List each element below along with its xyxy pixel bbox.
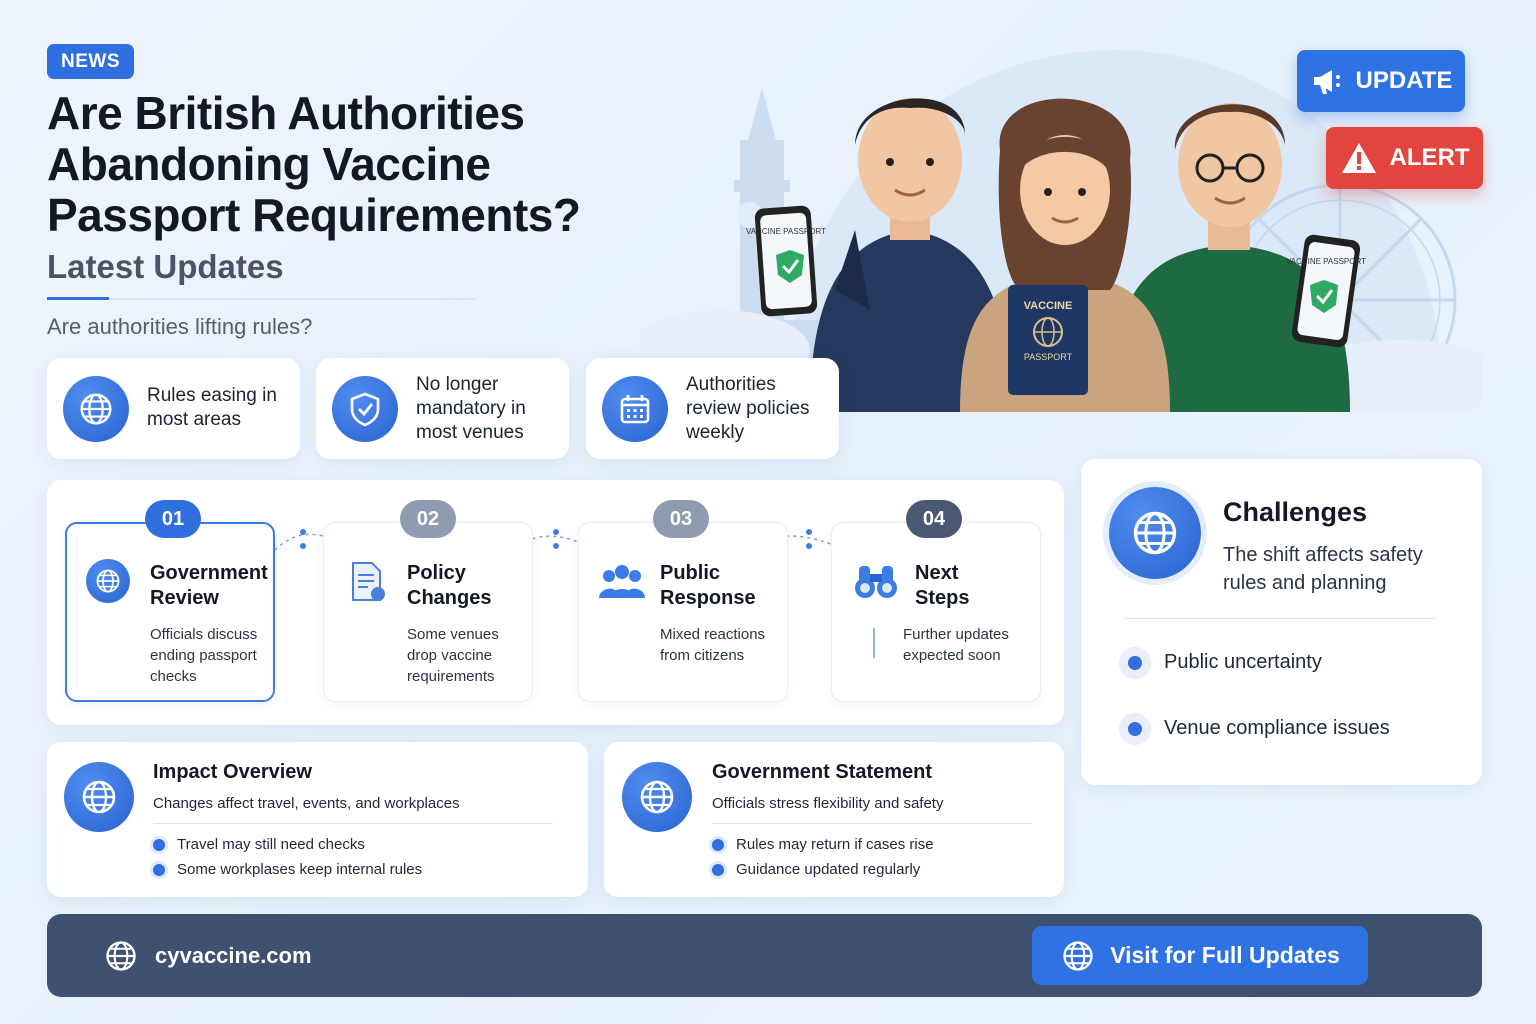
document-icon [352, 562, 385, 601]
challenges-title: Challenges [1223, 497, 1368, 527]
step-number: 02 [400, 500, 456, 538]
step-divider [873, 628, 875, 658]
step-card-3[interactable] [578, 522, 788, 702]
list-item: Rules may return if cases rise [712, 836, 934, 853]
bullet-dot [1128, 721, 1142, 736]
intro-question: Are authorities lifting rules? [47, 314, 313, 339]
step-card-2[interactable] [323, 522, 533, 702]
subtitle-divider [47, 298, 477, 300]
statement-subtitle: Officials stress flexibility and safety [712, 795, 944, 812]
update-label: UPDATE [1355, 67, 1453, 94]
step-desc: Officials discuss ending passport checks [150, 626, 258, 685]
passport-icon: VACCINE PASSPORT [1008, 285, 1088, 395]
alert-badge[interactable]: ALERT [1326, 127, 1483, 189]
site-url: cyvaccine.com [155, 943, 312, 968]
bullet-dot [712, 863, 724, 876]
passport-label-bottom: PASSPORT [1024, 352, 1073, 362]
globe-icon [622, 762, 692, 832]
step-desc: Mixed reactions from citizens [660, 626, 766, 664]
bullet-dot [1128, 655, 1142, 670]
globe-icon [64, 762, 134, 832]
people-icon [599, 565, 645, 598]
update-badge[interactable]: UPDATE [1297, 50, 1465, 112]
step-number: 01 [145, 500, 201, 538]
calendar-icon [602, 376, 668, 442]
fact-card-review: Authorities review policies weekly [586, 358, 839, 459]
footer-site-link[interactable]: cyvaccine.com [103, 938, 312, 974]
step-title: Policy Changes [407, 562, 492, 609]
list-item: Venue compliance issues [1128, 717, 1390, 740]
step-title: Next Steps [915, 562, 970, 609]
step-desc: Further updates expected soon [903, 626, 1009, 664]
passport-label-top: VACCINE [1024, 300, 1073, 312]
fact-text: Rules easing in most areas [147, 385, 277, 430]
list-item-text: Venue compliance issues [1164, 717, 1390, 739]
list-item-text: Public uncertainty [1164, 651, 1322, 673]
bullet-dot [712, 838, 724, 851]
step-desc: Some venues drop vaccine requirements [407, 626, 499, 685]
phone-left-icon: VACCINE PASSPORT [746, 205, 826, 317]
challenges-desc: The shift affects safety rules and plann… [1223, 544, 1423, 594]
statement-title: Government Statement [712, 761, 933, 783]
page-subtitle: Latest Updates [47, 248, 284, 285]
list-item: Public uncertainty [1128, 651, 1322, 674]
list-item-text: Travel may still need checks [177, 836, 365, 853]
globe-icon [86, 559, 130, 603]
phone-right-icon: VACCINE PASSPORT [1286, 234, 1366, 348]
list-item-text: Guidance updated regularly [736, 861, 921, 878]
bullet-dot [153, 838, 165, 851]
bullet-dot [153, 863, 165, 876]
list-item: Travel may still need checks [153, 836, 365, 853]
statement-divider [712, 823, 1032, 824]
globe-icon [103, 938, 139, 974]
challenges-divider [1123, 618, 1437, 619]
fact-text: No longer mandatory in most venues [416, 374, 526, 443]
globe-icon [1109, 487, 1201, 579]
impact-card [47, 742, 588, 897]
news-badge: NEWS [47, 44, 134, 79]
binoculars-icon [855, 566, 897, 598]
shield-check-icon [332, 376, 398, 442]
list-item: Some workplases keep internal rules [153, 861, 422, 878]
page-title: Are British Authorities Abandoning Vacci… [47, 87, 581, 241]
step-number: 03 [653, 500, 709, 538]
globe-icon [63, 376, 129, 442]
phone-right-label: VACCINE PASSPORT [1286, 257, 1366, 266]
step-title: Public Response [660, 562, 756, 609]
subtitle-divider-accent [47, 297, 109, 300]
visit-button-label: Visit for Full Updates [1110, 942, 1340, 968]
list-item: Guidance updated regularly [712, 861, 920, 878]
person-left-figure [810, 98, 1010, 412]
impact-title: Impact Overview [153, 761, 312, 783]
impact-divider [153, 823, 553, 824]
impact-subtitle: Changes affect travel, events, and workp… [153, 795, 460, 812]
step-title: Government Review [150, 562, 268, 609]
phone-left-label: VACCINE PASSPORT [746, 227, 826, 236]
visit-updates-button[interactable]: Visit for Full Updates [1032, 926, 1368, 985]
step-card-4[interactable] [831, 522, 1041, 702]
fact-card-mandatory: No longer mandatory in most venues [316, 358, 569, 459]
warning-icon [1341, 143, 1376, 173]
list-item-text: Some workplases keep internal rules [177, 861, 423, 878]
step-card-1[interactable] [65, 522, 275, 702]
fact-text: Authorities review policies weekly [686, 374, 810, 443]
person-right-figure [1110, 103, 1350, 412]
fact-card-rules: Rules easing in most areas [47, 358, 300, 459]
step-number: 04 [906, 500, 962, 538]
list-item-text: Rules may return if cases rise [736, 836, 934, 853]
alert-label: ALERT [1389, 144, 1470, 171]
megaphone-icon [1313, 70, 1340, 94]
globe-icon [1060, 938, 1096, 974]
